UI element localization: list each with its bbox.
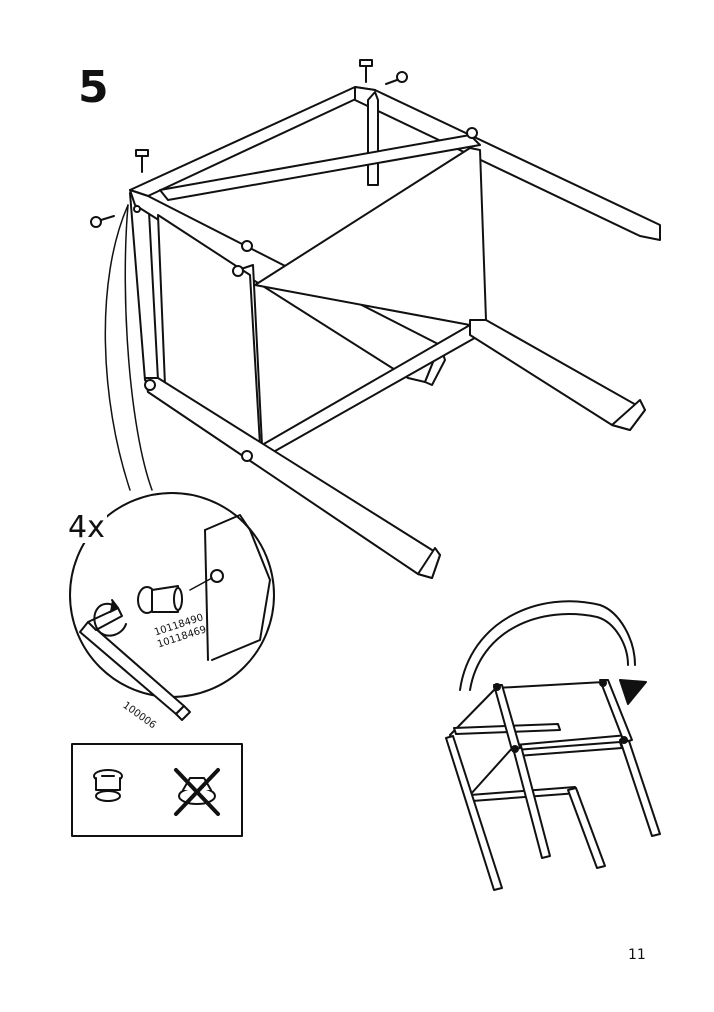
bolt-icon bbox=[137, 585, 183, 614]
allen-key-icon bbox=[79, 607, 191, 721]
quantity-label: 4x bbox=[66, 510, 107, 545]
rotation-arrow-icon bbox=[93, 602, 127, 637]
step-number: 5 bbox=[78, 62, 109, 113]
bolt-icon bbox=[90, 215, 115, 228]
bolt-crossed-out-icon bbox=[174, 768, 220, 816]
bolt-icon bbox=[359, 59, 373, 83]
flip-over-arrow-icon bbox=[459, 600, 647, 705]
page-number: 11 bbox=[628, 947, 646, 963]
bolt-icon bbox=[135, 149, 149, 173]
small-stool-illustration bbox=[445, 679, 661, 891]
bolt-icon bbox=[385, 71, 408, 85]
bolt-correct-icon bbox=[93, 769, 123, 802]
stool-frame-illustration bbox=[129, 86, 661, 579]
